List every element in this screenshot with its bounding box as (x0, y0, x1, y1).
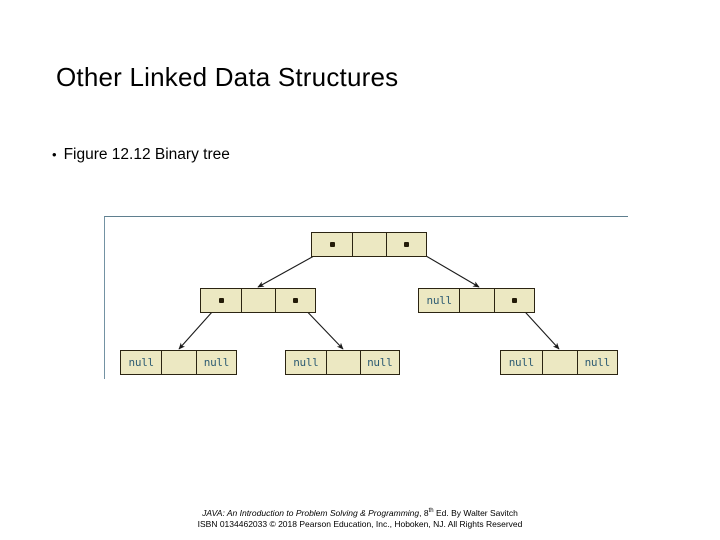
pointer-dot-icon (511, 298, 517, 303)
pointer-dot-icon (218, 298, 224, 303)
footer-copyright-line: ISBN 0134462033 © 2018 Pearson Education… (197, 518, 523, 529)
node-right-pointer-cell (276, 289, 315, 312)
pointer-dot-icon (404, 242, 410, 247)
node-left-pointer-cell: null (286, 351, 327, 374)
pointer-dot-icon (329, 242, 335, 247)
tree-node-leaf-1: null null (120, 350, 237, 375)
node-right-pointer-cell: null (577, 351, 617, 374)
tree-node-level2-left (200, 288, 316, 313)
null-label: null (203, 356, 230, 369)
tree-node-leaf-2: null null (285, 350, 400, 375)
null-label: null (508, 356, 535, 369)
node-right-pointer-cell (494, 289, 534, 312)
slide-footer: JAVA: An Introduction to Problem Solving… (0, 506, 720, 530)
bullet-marker-icon: • (52, 147, 57, 162)
footer-book-title: JAVA: An Introduction to Problem Solving… (202, 507, 420, 518)
null-label: null (128, 356, 155, 369)
node-left-pointer-cell (312, 233, 354, 256)
node-left-pointer-cell: null (501, 351, 543, 374)
tree-node-root (311, 232, 427, 257)
node-right-pointer-cell: null (196, 351, 236, 374)
node-data-cell (162, 351, 197, 374)
node-left-pointer-cell: null (419, 289, 461, 312)
node-data-cell (542, 351, 578, 374)
node-right-pointer-cell: null (360, 351, 399, 374)
footer-edition-suffix: th (428, 508, 434, 514)
bullet-item: • Figure 12.12 Binary tree (52, 146, 230, 164)
figure-frame (104, 216, 628, 379)
bullet-item-label: Figure 12.12 Binary tree (63, 146, 230, 163)
pointer-dot-icon (293, 298, 299, 303)
footer-author: Ed. By Walter Savitch (433, 507, 518, 518)
node-data-cell (326, 351, 361, 374)
tree-node-level2-right: null (418, 288, 535, 313)
null-label: null (293, 356, 319, 369)
node-data-cell (460, 289, 495, 312)
node-data-cell (242, 289, 277, 312)
node-left-pointer-cell: null (121, 351, 163, 374)
null-label: null (426, 294, 453, 307)
footer-edition-number: 8 (423, 507, 429, 518)
footer-citation-line: JAVA: An Introduction to Problem Solving… (0, 506, 720, 519)
node-left-pointer-cell (201, 289, 243, 312)
null-label: null (584, 356, 611, 369)
null-label: null (367, 356, 393, 369)
page-title: Other Linked Data Structures (56, 62, 399, 92)
node-data-cell (353, 233, 388, 256)
footer-separator: , (419, 507, 424, 518)
node-right-pointer-cell (387, 233, 426, 256)
tree-node-leaf-3: null null (500, 350, 618, 375)
